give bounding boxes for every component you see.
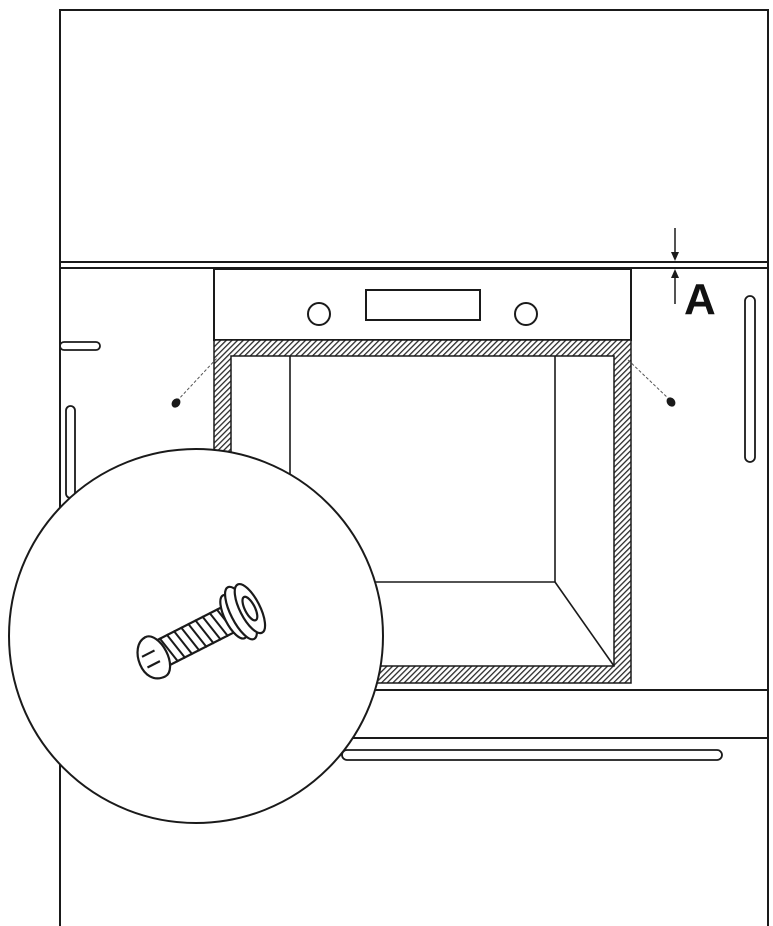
dimension-a-arrows (668, 228, 684, 304)
oven-display (365, 289, 481, 321)
right-cabinet-handle (744, 295, 756, 463)
fixing-screw-right (625, 357, 676, 407)
screw-detail-zoom (8, 448, 384, 824)
left-cabinet-handles (59, 341, 101, 499)
fixing-screw-left (171, 356, 219, 408)
right-control-knob (514, 302, 538, 326)
dimension-a-label: A (684, 275, 716, 324)
oven-control-panel (213, 268, 632, 341)
left-control-knob (307, 302, 331, 326)
detail-screw-icon (136, 582, 267, 680)
